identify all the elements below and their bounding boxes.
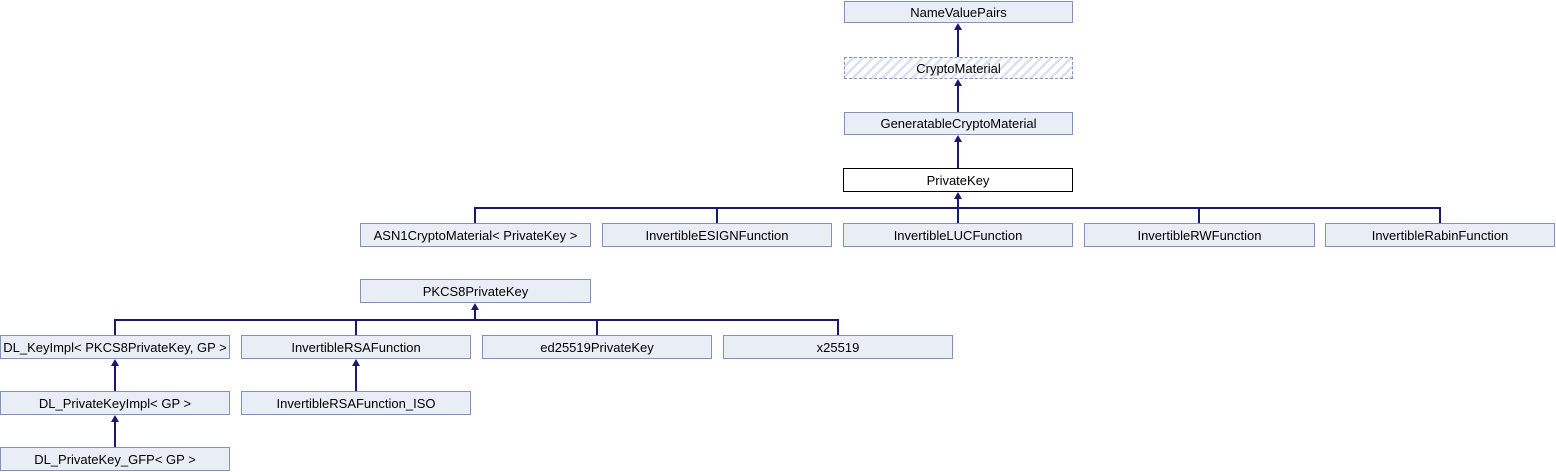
class-node-DL_KeyImpl[interactable]: DL_KeyImpl< PKCS8PrivateKey, GP > [0, 335, 230, 359]
inheritance-connector-line [957, 141, 959, 168]
inheritance-connector-stub [114, 319, 116, 335]
inheritance-connector-line [355, 365, 357, 391]
inheritance-connector-stub [837, 319, 839, 335]
class-node-InvertibleRabinFunction[interactable]: InvertibleRabinFunction [1325, 223, 1555, 247]
class-node-InvertibleESIGNFunction[interactable]: InvertibleESIGNFunction [602, 223, 832, 247]
inheritance-connector-line [957, 198, 959, 208]
inheritance-arrowhead-icon [954, 79, 962, 86]
class-node-CryptoMaterial[interactable]: CryptoMaterial [844, 57, 1073, 79]
class-node-PKCS8PrivateKey[interactable]: PKCS8PrivateKey [360, 279, 591, 303]
class-node-GeneratableCryptoMaterial[interactable]: GeneratableCryptoMaterial [844, 112, 1073, 135]
inheritance-connector-line [957, 29, 959, 57]
inheritance-arrowhead-icon [111, 415, 119, 422]
inheritance-arrowhead-icon [954, 135, 962, 142]
inheritance-connector-line [114, 421, 116, 447]
inheritance-arrowhead-icon [954, 23, 962, 30]
inheritance-connector-stub [1198, 207, 1200, 223]
inheritance-connector-line [474, 309, 476, 321]
class-node-InvertibleLUCFunction[interactable]: InvertibleLUCFunction [843, 223, 1073, 247]
class-node-DL_PrivateKey_GFP[interactable]: DL_PrivateKey_GFP< GP > [0, 447, 230, 471]
inheritance-arrowhead-icon [111, 359, 119, 366]
inheritance-connector-line [114, 365, 116, 391]
class-node-DL_PrivateKeyImpl[interactable]: DL_PrivateKeyImpl< GP > [0, 391, 230, 415]
inheritance-connector-stub [474, 207, 476, 223]
inheritance-connector-stub [596, 319, 598, 335]
inheritance-connector-stub [355, 319, 357, 335]
inheritance-arrowhead-icon [352, 359, 360, 366]
class-node-InvertibleRSAFunction_ISO[interactable]: InvertibleRSAFunction_ISO [241, 391, 471, 415]
class-node-x25519[interactable]: x25519 [723, 335, 953, 359]
inheritance-arrowhead-icon [954, 192, 962, 199]
inheritance-arrowhead-icon [471, 303, 479, 310]
class-node-ASN1CryptoMaterial[interactable]: ASN1CryptoMaterial< PrivateKey > [360, 223, 591, 247]
inheritance-connector-stub [716, 207, 718, 223]
class-node-InvertibleRWFunction[interactable]: InvertibleRWFunction [1084, 223, 1315, 247]
class-node-ed25519PrivateKey[interactable]: ed25519PrivateKey [482, 335, 712, 359]
class-node-PrivateKey: PrivateKey [843, 168, 1073, 192]
inheritance-connector-stub [957, 207, 959, 223]
inheritance-connector-line [957, 85, 959, 112]
class-node-NameValuePairs[interactable]: NameValuePairs [844, 1, 1073, 23]
inheritance-connector-hline [114, 319, 839, 321]
inheritance-connector-stub [1439, 207, 1441, 223]
class-node-InvertibleRSAFunction[interactable]: InvertibleRSAFunction [241, 335, 471, 359]
